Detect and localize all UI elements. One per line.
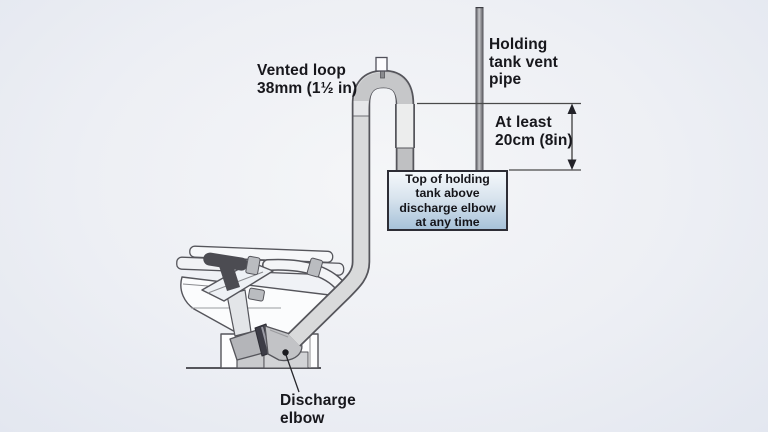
vent-pipe-label: Holding tank vent pipe (489, 36, 558, 89)
measurement-arrow (417, 102, 581, 171)
discharge-elbow-label: Discharge elbow (280, 392, 356, 427)
vent-pipe-label-line1: Holding (489, 36, 548, 53)
note-line4: at any time (415, 215, 480, 229)
pointer-line (282, 349, 300, 393)
vented-loop-label: Vented loop 38mm (1½ in) (257, 62, 357, 97)
holding-tank-note-box: Top of holding tank above discharge elbo… (387, 170, 508, 231)
clearance-label-line2: 20cm (8in) (495, 131, 573, 149)
note-line3: discharge elbow (399, 200, 496, 215)
pump-handle (203, 252, 248, 291)
vent-pipe-label-line3: pipe (489, 71, 522, 88)
note-line2: tank above (415, 186, 480, 200)
note-line1: Top of holding (405, 171, 490, 186)
holding-tank-vent-pipe (475, 6, 484, 171)
discharge-hose (287, 69, 415, 347)
clearance-label: At least 20cm (8in) (495, 114, 573, 149)
vented-loop-arch (353, 72, 413, 111)
vented-loop-label-line1: Vented loop (257, 62, 346, 79)
air-valve-icon (375, 56, 388, 79)
discharge-elbow-label-line2: elbow (280, 409, 325, 427)
vented-loop-label-line2: 38mm (1½ in) (257, 79, 358, 97)
vent-pipe-label-line2: tank vent (489, 53, 558, 71)
clearance-label-line1: At least (495, 114, 552, 131)
mounting-clips (245, 255, 323, 302)
discharge-elbow (229, 323, 303, 362)
discharge-elbow-label-line1: Discharge (280, 392, 356, 409)
